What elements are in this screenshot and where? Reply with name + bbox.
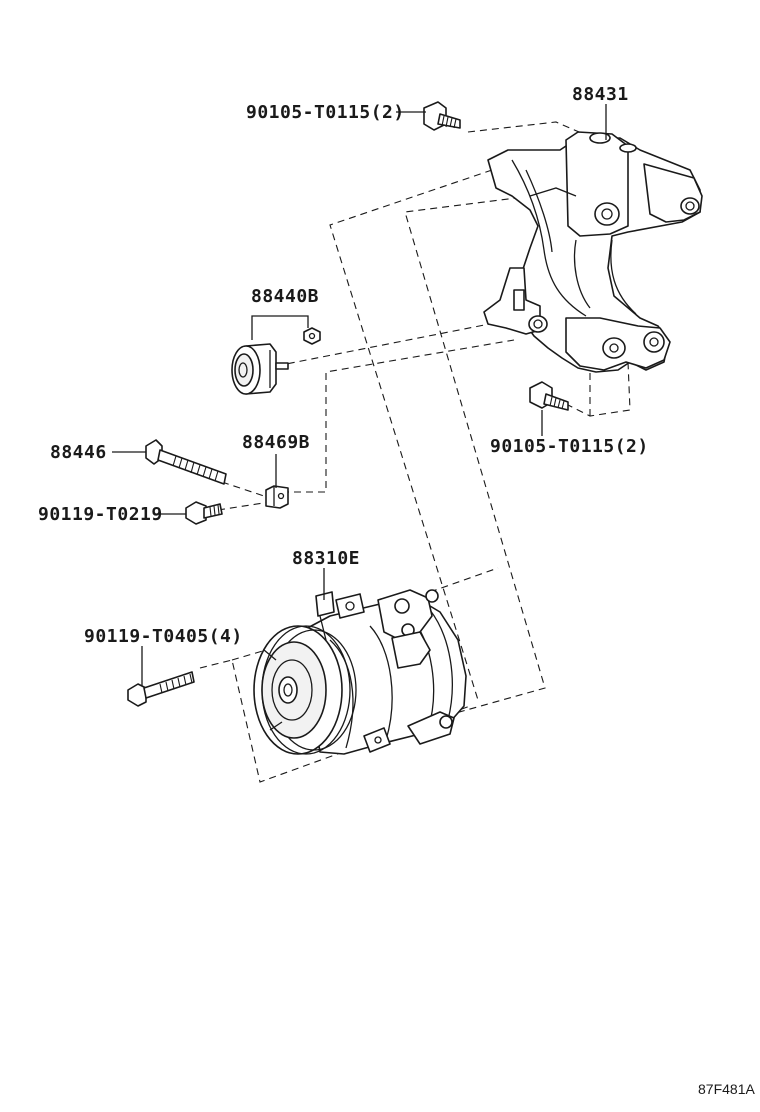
compressor-bracket — [483, 131, 703, 373]
label-adjust-block: 88469B — [242, 432, 310, 453]
bolt-top — [423, 101, 461, 131]
leader-lines — [112, 104, 607, 686]
idler-pulley — [231, 327, 321, 395]
figure-code: 87F481A — [698, 1081, 755, 1097]
label-compressor-bolts: 90119-T0405(4) — [84, 626, 243, 647]
label-compressor: 88310E — [292, 548, 360, 569]
adjust-bolt — [145, 439, 227, 485]
label-lock-bolt: 90119-T0219 — [38, 504, 163, 525]
bolt-right — [529, 381, 569, 411]
adjust-block — [265, 485, 289, 509]
label-idler-pulley: 88440B — [251, 286, 319, 307]
label-bolt-top: 90105-T0115(2) — [246, 102, 405, 123]
compressor-bolt — [127, 671, 195, 707]
ac-compressor — [253, 589, 467, 755]
label-bolt-right: 90105-T0115(2) — [490, 436, 649, 457]
label-bracket: 88431 — [572, 84, 629, 105]
lock-bolt — [185, 501, 223, 525]
label-adjust-bolt: 88446 — [50, 442, 107, 463]
callout-labels: 88431 90105-T0115(2) 88440B 88446 88469B… — [38, 84, 649, 647]
